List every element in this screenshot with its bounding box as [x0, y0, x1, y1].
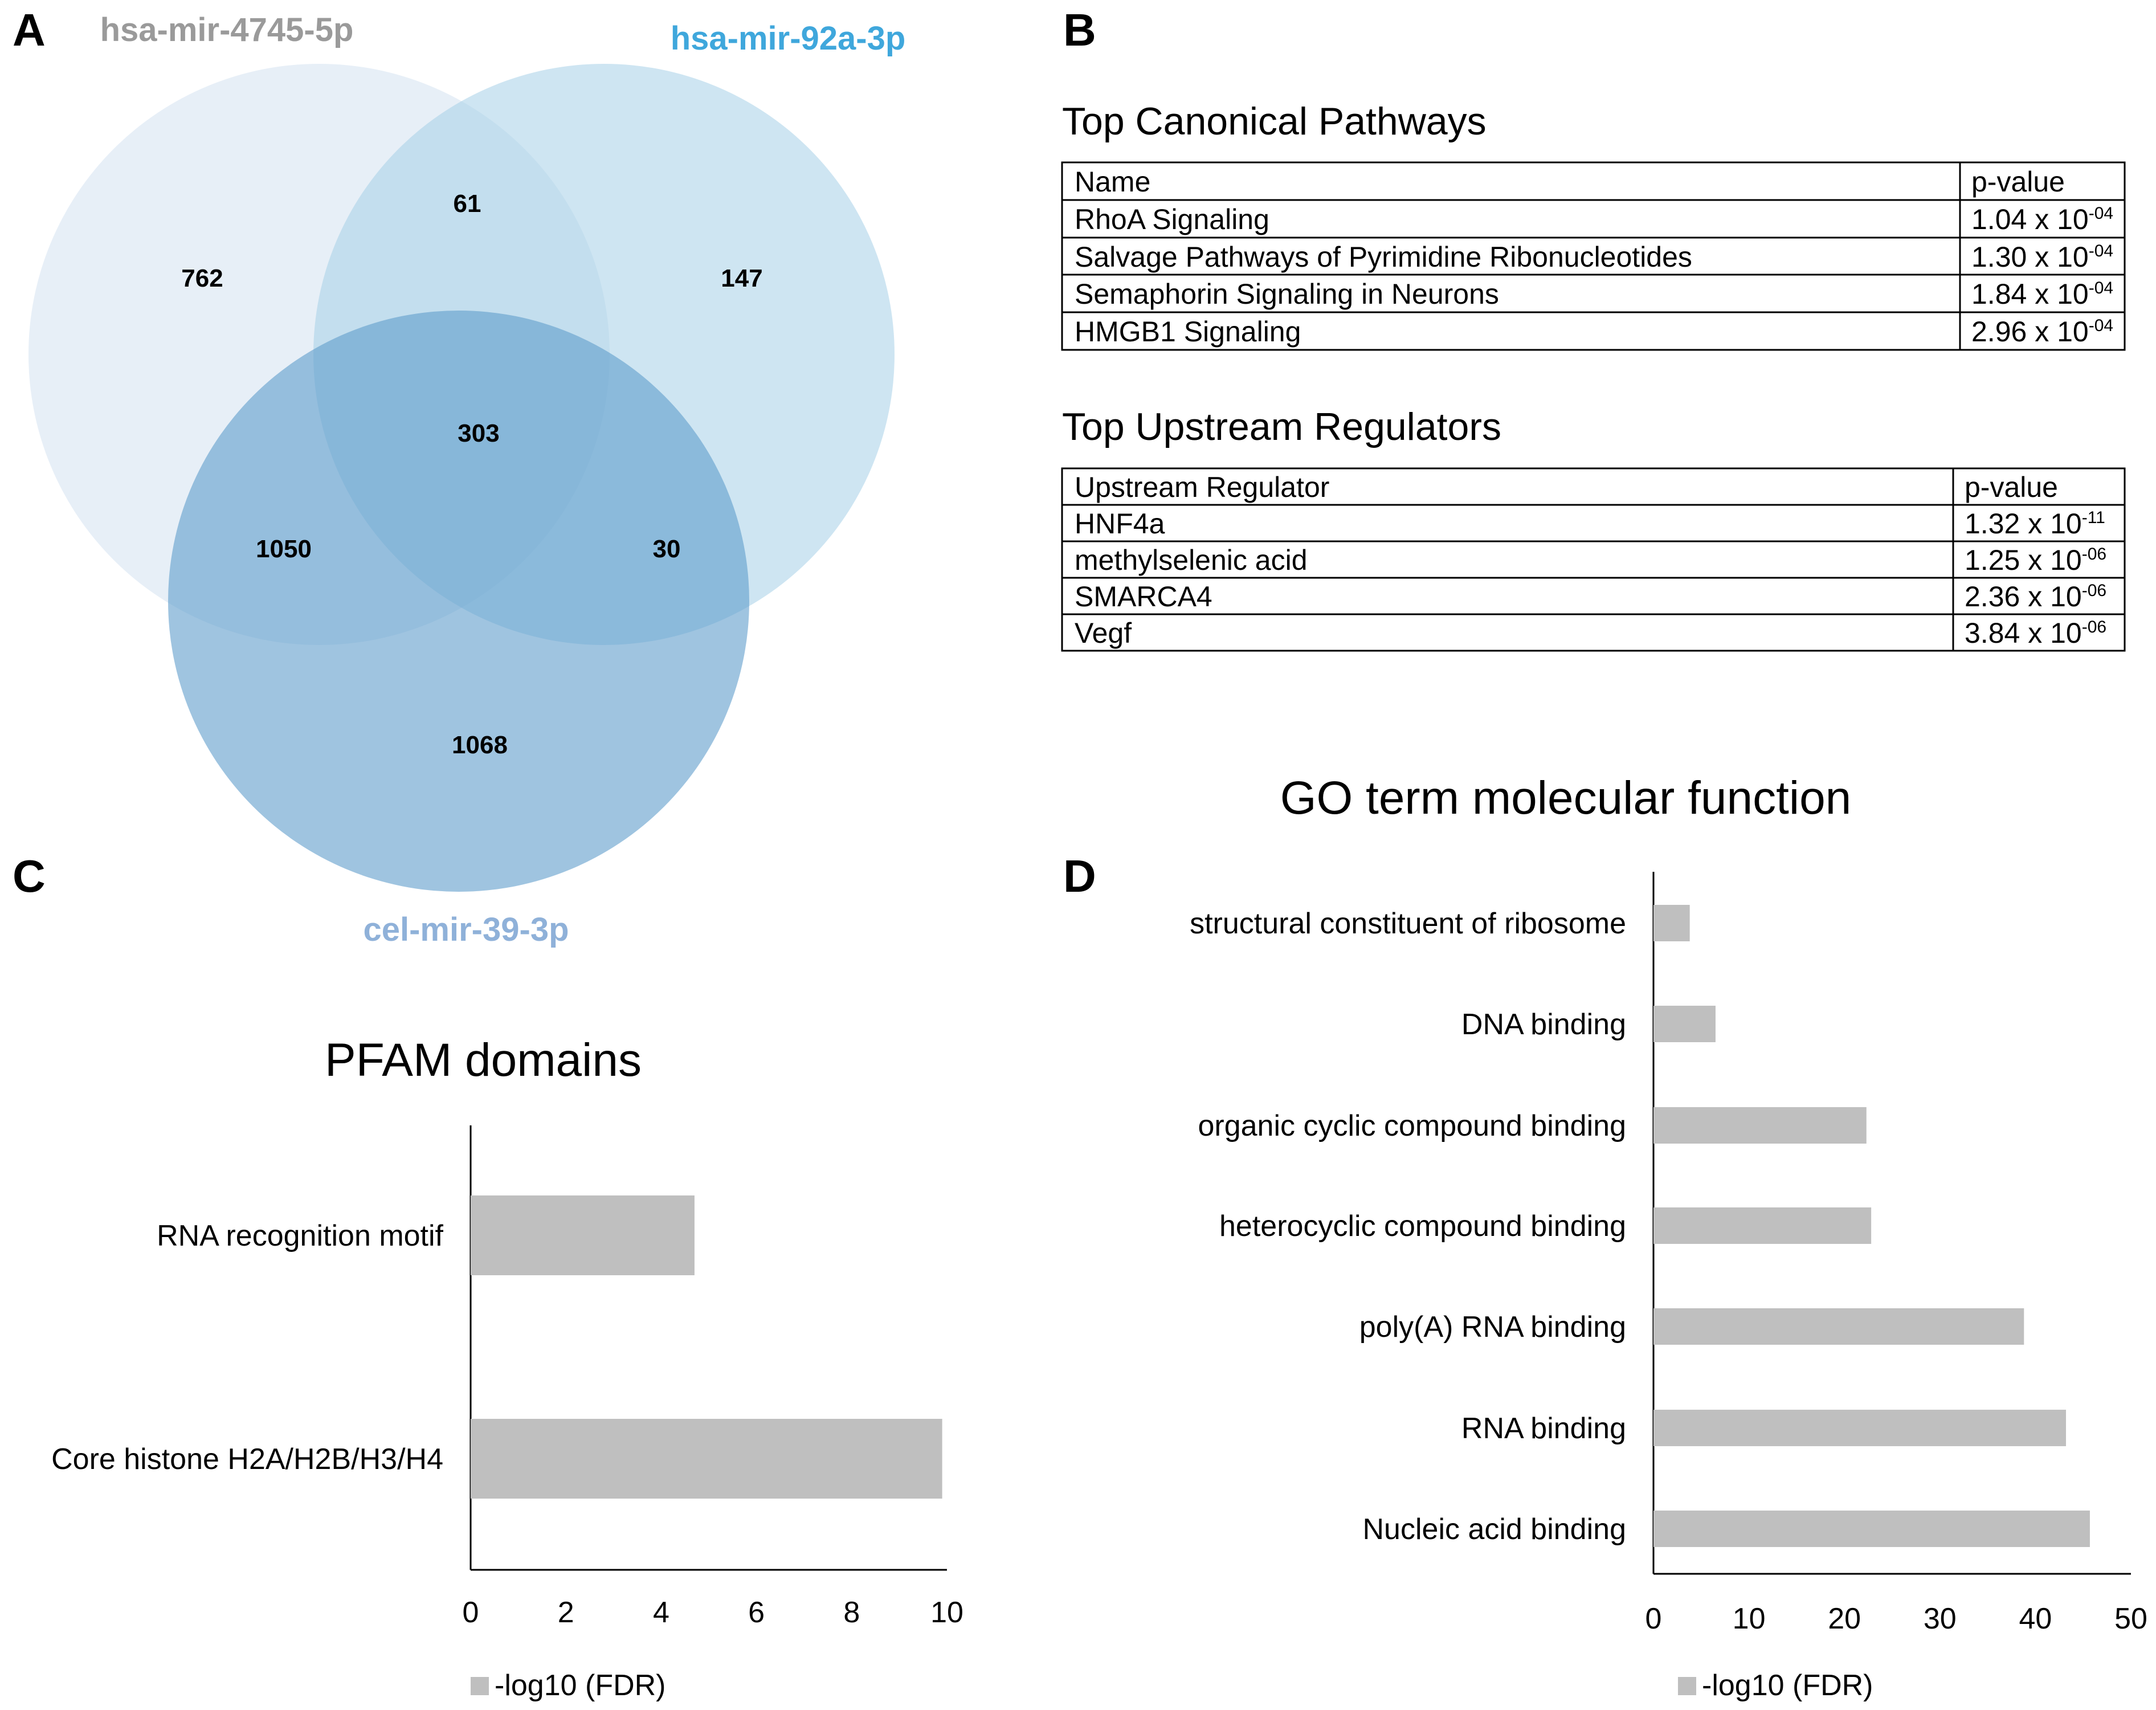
table-row: HNF4a 1.32 x 10-11 — [1075, 508, 2105, 540]
table-cell-pvalue: 1.84 x 10-04 — [1971, 278, 2113, 310]
x-tick-label: 0 — [1645, 1602, 1662, 1635]
panel-letter-d: D — [1063, 851, 1096, 901]
legend-label: -log10 (FDR) — [495, 1669, 666, 1702]
venn-count-all-three: 303 — [458, 419, 499, 447]
category-label: RNA binding — [1461, 1412, 1626, 1445]
x-tick-label: 0 — [463, 1596, 479, 1629]
x-tick-label: 20 — [1828, 1602, 1861, 1635]
table-row: methylselenic acid 1.25 x 10-06 — [1075, 544, 2106, 576]
bar — [1653, 1511, 2090, 1547]
table-header-pvalue: p-value — [1965, 471, 2058, 503]
table-cell-name: RhoA Signaling — [1075, 203, 1269, 235]
panel-letter-b: B — [1063, 5, 1096, 55]
table-row: RhoA Signaling 1.04 x 10-04 — [1075, 203, 2113, 235]
bar — [1653, 1410, 2067, 1446]
x-tick-label: 10 — [930, 1596, 963, 1629]
table-cell-name: Semaphorin Signaling in Neurons — [1075, 278, 1499, 310]
table-border — [1061, 467, 2126, 652]
panel-d-go-chart: D GO term molecular function 0 10 20 30 40 50… — [1063, 772, 2147, 1702]
venn-count-set-2-and-3: 30 — [653, 535, 681, 563]
category-label: structural constituent of ribosome — [1190, 907, 1626, 940]
bar — [1653, 905, 1690, 941]
panel-c-pfam-chart: C PFAM domains 0 2 4 6 8 10 RNA recognition m… — [13, 851, 963, 1702]
x-tick-label: 30 — [1924, 1602, 1957, 1635]
venn-set-label-2: hsa-mir-92a-3p — [671, 20, 906, 57]
legend-swatch — [1678, 1677, 1696, 1695]
table-canonical-pathways: Top Canonical Pathways Name p-value RhoA… — [1061, 100, 2126, 351]
table-title: Top Canonical Pathways — [1062, 100, 1487, 143]
table-cell-name: Vegf — [1075, 617, 1132, 649]
table-header-pvalue: p-value — [1971, 166, 2065, 198]
venn-count-only-set-2: 147 — [721, 264, 762, 292]
table-row: Semaphorin Signaling in Neurons 1.84 x 1… — [1075, 278, 2113, 310]
venn-count-set-1-and-2: 61 — [454, 190, 481, 218]
x-tick-label: 4 — [653, 1596, 669, 1629]
venn-count-only-set-1: 762 — [181, 264, 223, 292]
category-label: Nucleic acid binding — [1363, 1513, 1627, 1546]
venn-count-only-set-3: 1068 — [452, 731, 508, 759]
table-cell-pvalue: 2.96 x 10-04 — [1971, 316, 2113, 348]
table-title: Top Upstream Regulators — [1062, 405, 1501, 448]
legend-swatch — [471, 1677, 489, 1695]
bar — [471, 1195, 695, 1275]
category-label: DNA binding — [1461, 1008, 1626, 1041]
table-cell-name: SMARCA4 — [1075, 581, 1212, 613]
x-tick-label: 2 — [558, 1596, 574, 1629]
table-row: SMARCA4 2.36 x 10-06 — [1075, 581, 2106, 613]
table-cell-pvalue: 1.32 x 10-11 — [1965, 508, 2105, 540]
x-tick-label: 10 — [1733, 1602, 1766, 1635]
panel-a-venn: A hsa-mir-4745-5p hsa-mir-92a-3p cel-mir… — [13, 5, 905, 948]
x-tick-label: 50 — [2114, 1602, 2147, 1635]
category-label: organic cyclic compound binding — [1198, 1109, 1626, 1142]
x-tick-label: 8 — [843, 1596, 860, 1629]
category-label: heterocyclic compound binding — [1219, 1210, 1626, 1243]
chart-title: PFAM domains — [325, 1034, 642, 1086]
venn-set-label-3: cel-mir-39-3p — [363, 911, 569, 948]
table-cell-pvalue: 1.04 x 10-04 — [1971, 203, 2113, 235]
table-border — [1061, 161, 2126, 351]
table-cell-pvalue: 1.30 x 10-04 — [1971, 241, 2113, 273]
category-label: Core histone H2A/H2B/H3/H4 — [51, 1443, 443, 1476]
bar-layer — [1653, 905, 2090, 1547]
panel-b-tables: B Top Canonical Pathways Name p-value Rh… — [1061, 5, 2126, 652]
table-header-name: Name — [1075, 166, 1150, 198]
venn-count-set-1-and-3: 1050 — [256, 535, 312, 563]
table-cell-name: HNF4a — [1075, 508, 1165, 540]
table-cell-name: HMGB1 Signaling — [1075, 316, 1301, 348]
table-cell-pvalue: 3.84 x 10-06 — [1965, 617, 2106, 649]
category-label: RNA recognition motif — [157, 1219, 443, 1252]
table-cell-name: methylselenic acid — [1075, 544, 1308, 576]
table-header-name: Upstream Regulator — [1075, 471, 1329, 503]
x-tick-layer: 0 2 4 6 8 10 — [463, 1596, 963, 1629]
chart-title: GO term molecular function — [1280, 772, 1852, 824]
table-cell-pvalue: 1.25 x 10-06 — [1965, 544, 2106, 576]
bar — [1653, 1006, 1716, 1042]
x-tick-label: 40 — [2019, 1602, 2052, 1635]
venn-set-circle-3 — [168, 311, 749, 892]
table-row: Vegf 3.84 x 10-06 — [1075, 617, 2106, 649]
panel-letter-a: A — [13, 5, 46, 55]
bar — [1653, 1107, 1867, 1144]
table-cell-pvalue: 2.36 x 10-06 — [1965, 581, 2106, 613]
table-cell-name: Salvage Pathways of Pyrimidine Ribonucle… — [1075, 241, 1692, 273]
table-row: HMGB1 Signaling 2.96 x 10-04 — [1075, 316, 2113, 348]
bar-layer — [471, 1195, 942, 1499]
x-tick-label: 6 — [748, 1596, 765, 1629]
bar — [1653, 1207, 1872, 1244]
bar — [471, 1419, 942, 1499]
table-row: Salvage Pathways of Pyrimidine Ribonucle… — [1075, 241, 2113, 273]
bar — [1653, 1308, 2024, 1345]
table-upstream-regulators: Top Upstream Regulators Upstream Regulat… — [1061, 405, 2126, 652]
panel-letter-c: C — [13, 851, 46, 901]
category-label: poly(A) RNA binding — [1359, 1311, 1626, 1344]
venn-set-label-1: hsa-mir-4745-5p — [100, 11, 354, 48]
x-tick-layer: 0 10 20 30 40 50 — [1645, 1602, 2147, 1635]
legend-label: -log10 (FDR) — [1702, 1669, 1873, 1702]
